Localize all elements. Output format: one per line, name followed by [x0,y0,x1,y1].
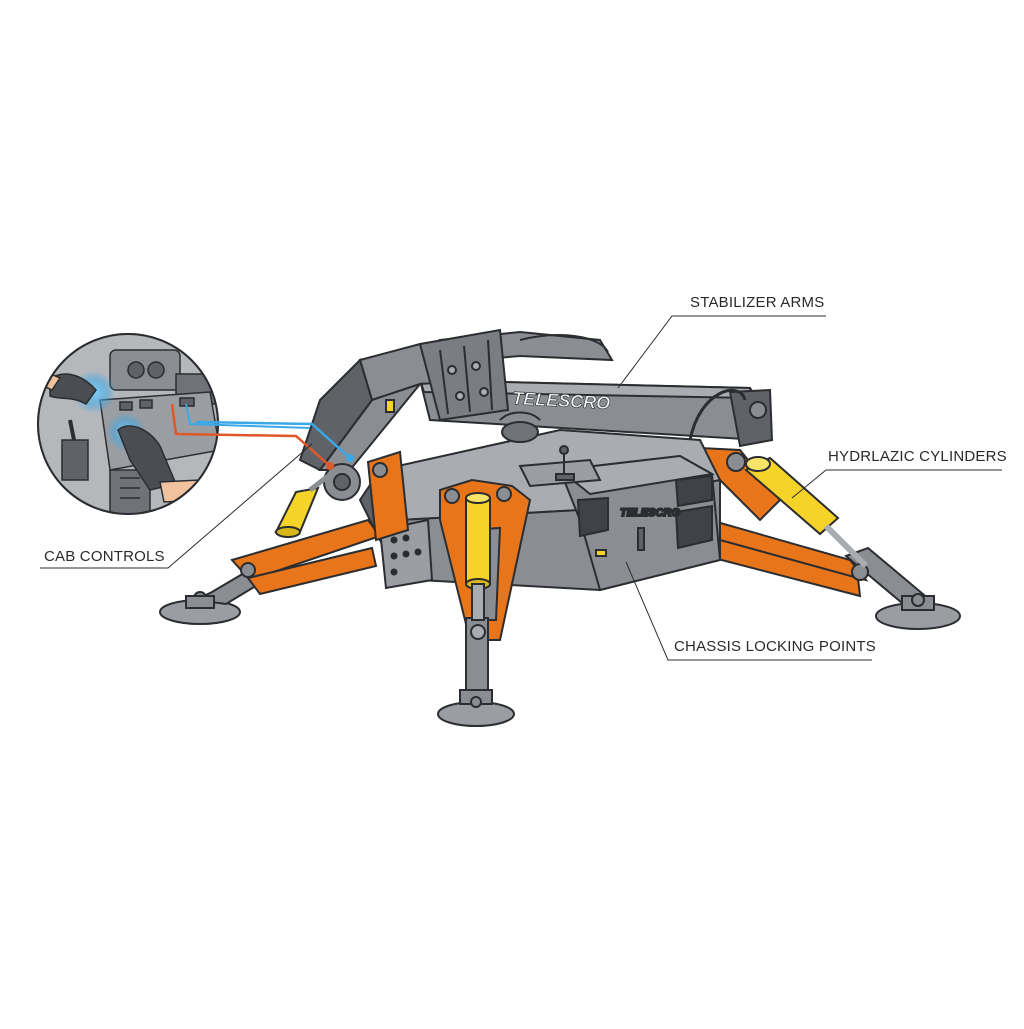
stabilizer-left-mount [366,450,410,542]
cylinder-right [744,456,869,569]
leader-cab-controls [40,443,313,569]
label-stabilizer-arms: STABILIZER ARMS [690,294,825,311]
control-signal-lines [170,403,354,470]
cylinder-left [274,468,338,538]
cylinder-front [465,492,491,621]
telescopic-boom: TELESCRO [298,328,774,501]
signal-line-orange [170,403,331,467]
callout-lines [40,315,1002,661]
ground-pads [159,599,961,727]
body-brand-text: TELESCRO [620,507,680,519]
leader-chassis-locking [625,561,872,661]
leader-stabilizer-arms [617,315,826,389]
label-hydraulic-cylinders: HYDRLAZIC CYLINDERS [828,448,1007,465]
hydraulic-cylinders [274,456,869,621]
label-chassis-locking-points: CHASSIS LOCKING POINTS [674,638,876,655]
chassis-body: TELESCRO [358,411,722,592]
cab-controls-inset [37,333,219,515]
label-cab-controls: CAB CONTROLS [44,548,165,565]
signal-line-blue [195,420,351,459]
leader-hydraulic-cylinders [791,469,1002,499]
